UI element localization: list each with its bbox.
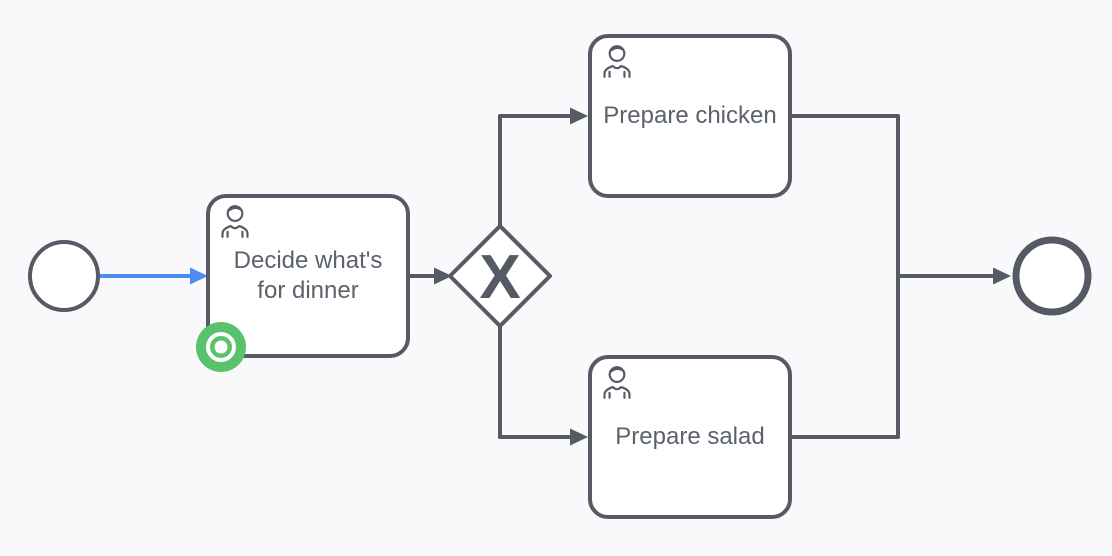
flow-line [498, 326, 572, 439]
start-event[interactable] [28, 240, 100, 312]
user-task-icon [603, 45, 631, 78]
user-sleeves-icon [608, 391, 626, 399]
arrowhead-icon [434, 267, 452, 285]
flow-line [498, 114, 572, 226]
active-token-badge[interactable] [196, 322, 246, 372]
arrowhead-icon [190, 267, 208, 285]
user-hair-icon [227, 206, 243, 213]
exclusive-gateway[interactable] [448, 224, 552, 328]
sequence-flow-gateway-to-chicken[interactable] [498, 107, 588, 227]
arrowhead-icon [570, 428, 588, 446]
sequence-flow-start-to-decide[interactable] [100, 267, 208, 285]
user-sleeves-icon [608, 70, 626, 78]
flow-line [790, 114, 994, 278]
end-event[interactable] [1012, 236, 1092, 316]
token-badge-ring-icon [206, 332, 236, 362]
arrowhead-icon [570, 107, 588, 125]
token-badge-dot-icon [214, 340, 228, 354]
user-hair-icon [609, 46, 625, 53]
task-prepare-chicken[interactable] [588, 34, 792, 198]
user-body-icon [221, 224, 249, 238]
task-prepare-salad[interactable] [588, 355, 792, 519]
user-body-icon [603, 385, 631, 399]
sequence-flow-chicken-to-end[interactable] [790, 114, 994, 278]
flow-line [790, 274, 994, 439]
user-sleeves-icon [226, 230, 244, 238]
sequence-flow-gateway-to-salad[interactable] [498, 326, 588, 446]
sequence-flow-decide-to-gateway[interactable] [408, 267, 452, 285]
user-hair-icon [609, 367, 625, 374]
sequence-flow-salad-to-end[interactable] [790, 267, 1011, 439]
xor-marker: X [479, 243, 520, 312]
task-decide-whats-for-dinner[interactable] [206, 194, 410, 358]
arrowhead-icon [993, 267, 1011, 285]
user-task-icon [221, 205, 249, 238]
user-task-icon [603, 366, 631, 399]
user-body-icon [603, 64, 631, 78]
